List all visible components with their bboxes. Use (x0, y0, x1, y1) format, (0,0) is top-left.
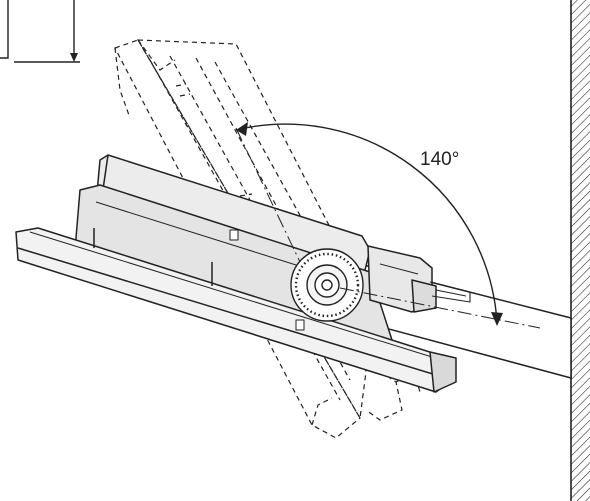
rotation-angle-label: 140° (420, 149, 459, 170)
rotation-arc (235, 122, 503, 326)
reference-axis-line (235, 127, 301, 263)
centre-axis-line (339, 287, 541, 329)
luminaire-main-position (15, 154, 471, 393)
wall (570, 0, 590, 501)
hinge-joint (290, 248, 364, 322)
top-left-bracket (0, 0, 80, 63)
